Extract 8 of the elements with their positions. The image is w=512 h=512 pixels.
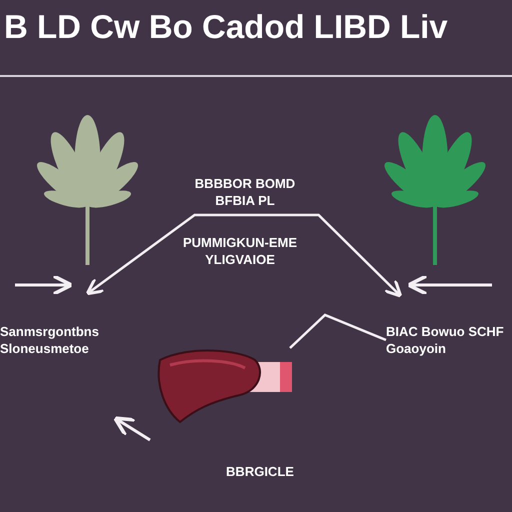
node-text: BBBBOR BOMD BFBIA PL	[194, 175, 296, 209]
node-text: PUMMIGKUN-EME YLIGVAIOE	[182, 234, 298, 268]
title: B LD Cw Bo Cadod LIBD Liv	[4, 10, 448, 43]
node-text: Sanmsrgontbns Sloneusmetoe	[0, 323, 100, 357]
node-text: BBRGICLE	[226, 462, 294, 480]
connector-line	[289, 314, 386, 349]
arrow	[86, 214, 402, 298]
node-text: BIAC Bowuo SCHF Goaoyoin	[386, 323, 505, 357]
